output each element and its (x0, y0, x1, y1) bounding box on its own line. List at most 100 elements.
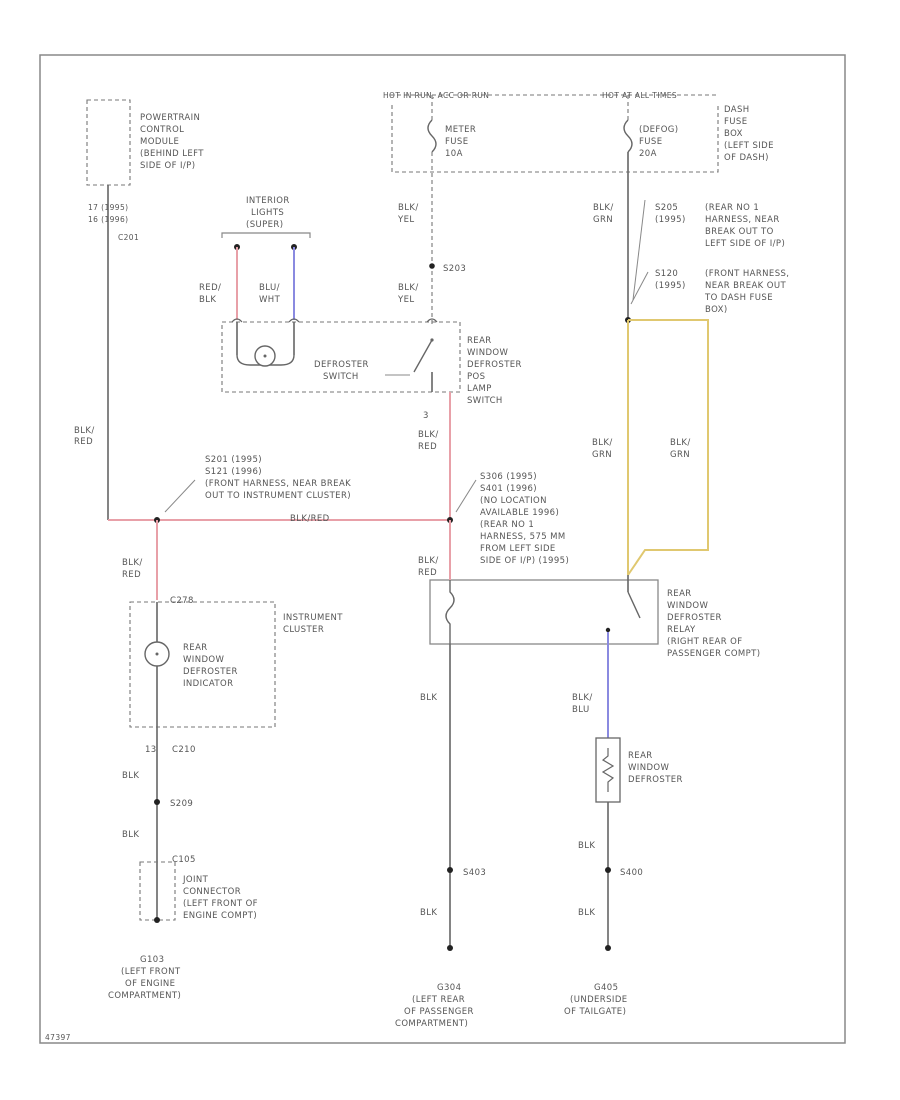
red-blk-label: RED/ BLK (199, 283, 221, 305)
svg-text:(LEFT FRONT: (LEFT FRONT (121, 967, 181, 977)
svg-text:BLK/: BLK/ (593, 203, 614, 213)
svg-text:RED: RED (418, 568, 437, 578)
blk-yel2-label: BLK/ YEL (397, 283, 419, 305)
s306-label: S306 (1995) S401 (1996) (NO LOCATION AVA… (480, 472, 569, 566)
svg-text:WINDOW: WINDOW (183, 655, 225, 665)
svg-text:DEFROSTER: DEFROSTER (467, 360, 522, 370)
svg-text:BREAK OUT TO: BREAK OUT TO (705, 227, 774, 237)
svg-text:(REAR NO 1: (REAR NO 1 (480, 520, 534, 530)
defog-switch-pivot (430, 338, 434, 342)
instrument-cluster-box (129, 601, 276, 728)
indicator-center (155, 652, 159, 656)
svg-text:(LEFT SIDE: (LEFT SIDE (724, 141, 774, 151)
svg-text:S205: S205 (655, 203, 678, 213)
s403-label: S403 (463, 868, 486, 878)
blk-a-label: BLK (122, 771, 139, 781)
switch-lamp-center (263, 354, 267, 358)
svg-text:C201: C201 (118, 233, 139, 242)
relay-contact-point (605, 627, 611, 633)
svg-text:BLU: BLU (572, 705, 590, 715)
svg-text:G304: G304 (437, 983, 461, 993)
svg-text:G405: G405 (594, 983, 618, 993)
s400-dot (605, 867, 611, 873)
rear-defroster-label: REAR WINDOW DEFROSTER (628, 751, 682, 785)
svg-text:CONTROL: CONTROL (140, 125, 184, 135)
svg-text:(1995): (1995) (655, 215, 686, 225)
svg-text:CLUSTER: CLUSTER (283, 625, 324, 635)
s120-desc-label: (FRONT HARNESS, NEAR BREAK OUT TO DASH F… (704, 269, 789, 315)
svg-text:INSTRUMENT: INSTRUMENT (283, 613, 343, 623)
svg-text:GRN: GRN (670, 450, 690, 460)
pcm-label: POWERTRAIN CONTROL MODULE (BEHIND LEFT S… (140, 113, 204, 171)
svg-text:FUSE: FUSE (724, 117, 747, 127)
svg-text:BOX): BOX) (705, 305, 728, 315)
svg-text:GRN: GRN (592, 450, 612, 460)
diagram-id: 47397 (45, 1033, 71, 1042)
svg-text:(DEFOG): (DEFOG) (639, 125, 679, 135)
joint-connector-label: JOINT CONNECTOR (LEFT FRONT OF ENGINE CO… (182, 875, 258, 921)
blk-grn-l-label: BLK/ GRN (592, 438, 612, 460)
svg-text:(REAR NO 1: (REAR NO 1 (705, 203, 759, 213)
svg-text:SWITCH: SWITCH (467, 396, 503, 406)
blk-blu-label: BLK/ BLU (572, 693, 592, 715)
s201-leader (164, 479, 196, 513)
svg-text:METER: METER (445, 125, 476, 135)
svg-text:WINDOW: WINDOW (628, 763, 670, 773)
blk-c-label: BLK (420, 908, 437, 918)
c278-label: C278 (170, 596, 194, 606)
blk-yel-label: BLK/ YEL (397, 203, 418, 225)
defog-switch-blade (413, 339, 433, 373)
svg-text:POS: POS (467, 372, 485, 382)
blk-red-low2-label: BLK/ RED (418, 556, 438, 578)
svg-text:COMPARTMENT): COMPARTMENT) (108, 991, 181, 1001)
svg-text:TO DASH FUSE: TO DASH FUSE (704, 293, 773, 303)
svg-text:(BEHIND LEFT: (BEHIND LEFT (140, 149, 204, 159)
svg-text:LEFT SIDE OF I/P): LEFT SIDE OF I/P) (705, 239, 785, 249)
svg-text:INTERIOR: INTERIOR (246, 196, 290, 206)
rear-defog-indicator-label: REAR WINDOW DEFROSTER INDICATOR (183, 643, 237, 689)
g304-dot (447, 945, 453, 951)
svg-text:S201 (1995): S201 (1995) (205, 455, 262, 465)
s120-label: S120 (1995) (655, 269, 685, 291)
svg-text:LAMP: LAMP (467, 384, 492, 394)
svg-text:JOINT: JOINT (182, 875, 209, 885)
svg-text:C210: C210 (172, 745, 196, 755)
svg-text:FROM LEFT SIDE: FROM LEFT SIDE (480, 544, 556, 554)
blk-red-low1-label: BLK/ RED (122, 558, 143, 580)
svg-text:S121 (1996): S121 (1996) (205, 467, 262, 477)
instrument-cluster-label: INSTRUMENT CLUSTER (283, 613, 343, 635)
svg-text:BOX: BOX (724, 129, 743, 139)
s205-desc-label: (REAR NO 1 HARNESS, NEAR BREAK OUT TO LE… (705, 203, 785, 249)
s209-label: S209 (170, 799, 193, 809)
svg-text:BLK/: BLK/ (398, 283, 419, 293)
blk-red-h-label: BLK/RED (290, 514, 330, 524)
s306-leader (455, 479, 477, 513)
defroster-switch-box (221, 321, 461, 393)
s203-dot (429, 263, 435, 269)
svg-text:REAR: REAR (467, 336, 492, 346)
s209-dot (154, 799, 160, 805)
svg-text:REAR: REAR (183, 643, 208, 653)
svg-text:OF TAILGATE): OF TAILGATE) (564, 1007, 626, 1017)
svg-text:10A: 10A (445, 149, 463, 159)
s203-label: S203 (443, 264, 466, 274)
switch-pin-2 (288, 318, 300, 323)
blk-r2-label: BLK (578, 908, 595, 918)
hot-in-run-label: HOT IN RUN, ACC OR RUN (383, 91, 489, 100)
pin3-label: 3 (423, 411, 429, 421)
svg-text:RED/: RED/ (199, 283, 221, 293)
svg-text:S306 (1995): S306 (1995) (480, 472, 537, 482)
svg-text:WHT: WHT (259, 295, 281, 305)
svg-text:BLK/: BLK/ (122, 558, 143, 568)
joint-connector-box (139, 861, 176, 921)
svg-text:OF DASH): OF DASH) (724, 153, 769, 163)
svg-text:PASSENGER COMPT): PASSENGER COMPT) (667, 649, 760, 659)
s205-leader (632, 199, 646, 301)
svg-text:WINDOW: WINDOW (467, 348, 509, 358)
svg-text:(UNDERSIDE: (UNDERSIDE (570, 995, 628, 1005)
dash-fuse-box-label: DASH FUSE BOX (LEFT SIDE OF DASH) (724, 105, 774, 163)
svg-text:20A: 20A (639, 149, 657, 159)
s120-leader (630, 271, 649, 305)
svg-text:13: 13 (145, 745, 157, 755)
svg-text:CONNECTOR: CONNECTOR (183, 887, 241, 897)
